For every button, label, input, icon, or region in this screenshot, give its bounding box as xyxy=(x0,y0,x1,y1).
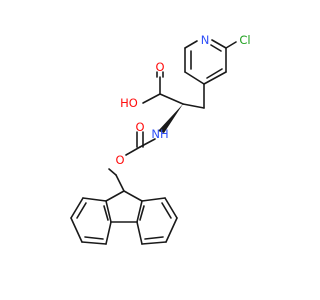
bond xyxy=(165,217,178,243)
bond xyxy=(141,197,166,202)
bond xyxy=(105,200,112,223)
atom-label-carbonyl-oxygen-carbamate: O xyxy=(135,120,144,134)
bond xyxy=(81,241,107,245)
bond xyxy=(225,41,237,49)
bonds xyxy=(70,39,237,245)
bond xyxy=(123,190,143,202)
bond xyxy=(70,217,83,243)
stereo-wedge-bond xyxy=(158,104,183,133)
molecule-diagram: N Cl O HO NH O O xyxy=(70,33,251,245)
molecule-structure: N Cl O HO NH O O xyxy=(70,33,251,245)
bond xyxy=(161,202,172,219)
bond xyxy=(184,40,198,49)
bond xyxy=(103,205,109,221)
bond xyxy=(136,221,143,245)
bond xyxy=(164,197,178,219)
atom-labels: N Cl O HO NH O O xyxy=(115,33,250,167)
atom-label-ester-oxygen: O xyxy=(115,153,124,167)
bond xyxy=(139,205,145,221)
atom-label-hydroxyl: HO xyxy=(120,96,138,110)
bond xyxy=(211,39,227,49)
bond xyxy=(115,174,125,192)
bond xyxy=(125,146,141,156)
bond xyxy=(108,168,117,176)
bond xyxy=(82,197,107,202)
bond xyxy=(142,93,161,104)
bond xyxy=(76,202,87,219)
bond xyxy=(141,241,167,245)
bond xyxy=(184,71,205,85)
atom-label-amide-nh: NH xyxy=(151,127,168,141)
bond xyxy=(136,200,143,223)
bond xyxy=(210,44,222,52)
bond xyxy=(206,68,223,79)
bond xyxy=(70,197,84,219)
bond xyxy=(144,236,164,240)
bond xyxy=(159,93,184,105)
bond xyxy=(182,103,205,109)
atom-label-pyridine-n: N xyxy=(201,33,210,47)
bond xyxy=(105,221,112,245)
bond xyxy=(105,190,125,202)
bond xyxy=(84,236,104,240)
atom-label-chlorine: Cl xyxy=(239,33,250,47)
atom-label-carbonyl-oxygen-acid: O xyxy=(155,60,164,74)
bond xyxy=(203,71,227,85)
